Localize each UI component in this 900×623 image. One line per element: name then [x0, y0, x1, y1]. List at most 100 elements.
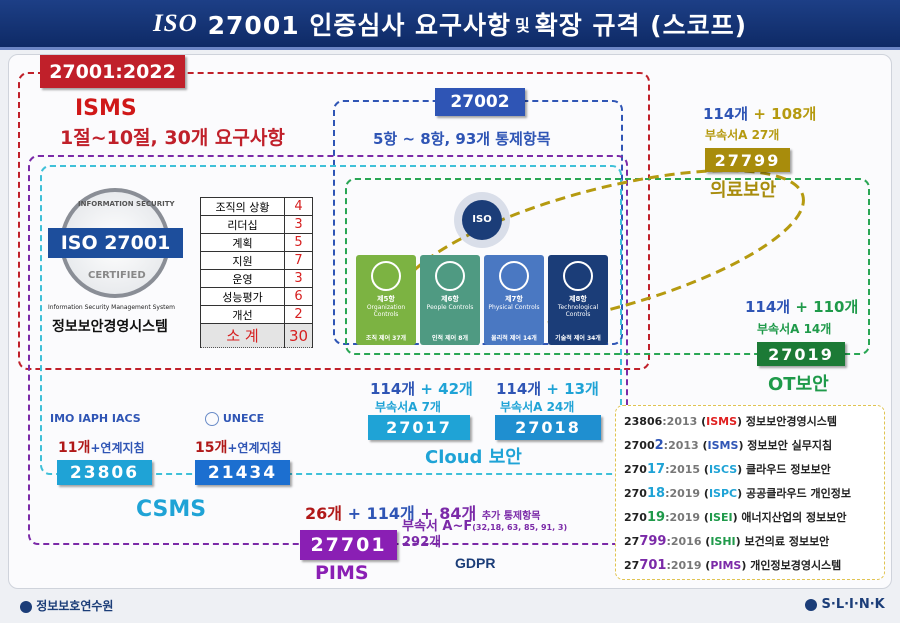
pims-n3: + 84개	[420, 504, 477, 523]
iso27019-tag: 27019	[757, 342, 845, 366]
legend-year: :2016	[666, 535, 702, 548]
unece-logo: UNECE	[205, 412, 264, 426]
legend-desc: 공공클라우드 개인정보	[745, 487, 851, 500]
clause-name: 운영	[200, 269, 285, 288]
clause-name: 개선	[200, 305, 285, 324]
legend-desc: 애너지산업의 정보보안	[741, 511, 847, 524]
tile-english: Organization Controls	[366, 303, 406, 319]
iso27002-tag: 27002	[435, 88, 525, 116]
c23806-suffix: +연계지침	[90, 441, 145, 455]
c17-annex: 부속서A 7개	[375, 400, 441, 414]
footer-right-logo: S·L·I·N·K	[805, 597, 885, 612]
iso27799-tag: 27799	[705, 148, 790, 172]
title-and: 및	[515, 15, 531, 35]
tile-clause: 제8항	[569, 295, 587, 303]
legend-std-prefix: 270	[624, 487, 647, 500]
legend-desc: 정보보안경영시스템	[745, 415, 837, 428]
legend-year: :2019	[665, 487, 701, 500]
isms-label: ISMS	[75, 96, 137, 121]
legend-item: 27017:2015 (ISCS) 클라우드 정보보안	[624, 462, 831, 477]
cloud-scope-box	[40, 165, 622, 475]
clause-total-label: 소 계	[200, 323, 285, 348]
legend-abbr: ISHI	[710, 535, 736, 548]
legend-item: 27701:2019 (PIMS) 개인정보경영시스템	[624, 558, 842, 573]
csms-label: CSMS	[136, 497, 207, 522]
ot-base: 114개	[745, 298, 791, 316]
c17-extra: + 42개	[420, 380, 473, 398]
badge-bottom-text: CERTIFIED	[88, 270, 146, 281]
pims-n2: + 114개	[347, 504, 415, 523]
clause-count: 7	[284, 251, 313, 270]
title-bar: ISO 27001 인증심사 요구사항 및 확장 규격 (스코프)	[0, 0, 900, 50]
tile-clause: 제6항	[441, 295, 459, 303]
legend-std-prefix: 270	[624, 463, 647, 476]
legend-abbr: ISPC	[708, 487, 738, 500]
control-category-icon	[371, 261, 401, 291]
legend-std-highlight: 701	[639, 558, 667, 573]
pims-n1: 26개	[305, 504, 342, 523]
legend-item: 27019:2019 (ISEI) 애너지산업의 정보보안	[624, 510, 847, 525]
c18-counts: 114개 + 13개	[496, 378, 599, 399]
clause-name: 조직의 상황	[200, 197, 285, 216]
ot-scope-box	[345, 178, 870, 355]
iso27002-desc: 5항 ~ 8항, 93개 통제항목	[373, 130, 551, 148]
legend-std-highlight: 17	[646, 462, 666, 477]
legend-year: :2013	[663, 439, 699, 452]
c18-extra: + 13개	[546, 380, 599, 398]
legend-std-prefix: 270	[624, 511, 647, 524]
clause-total-count: 30	[284, 323, 313, 348]
c18-annex: 부속서A 24개	[500, 400, 575, 414]
ot-extra: + 110개	[795, 298, 859, 316]
iso27001-badge: INFORMATION SECURITY ISO 27001 CERTIFIED	[48, 188, 183, 298]
legend-abbr: ISEI	[708, 511, 733, 524]
clause-count: 2	[284, 305, 313, 324]
pims-annex: 부속서 A~F(32,18, 63, 85, 91, 3)292개	[402, 519, 567, 550]
legend-item: 27799:2016 (ISHI) 보건의료 정보보안	[624, 534, 830, 549]
ot-label: OT보안	[768, 374, 829, 395]
tile-korean: 기술적 제어 34개	[555, 334, 601, 342]
tile-english: Technological Controls	[557, 303, 599, 319]
tile-korean: 조직 제어 37개	[365, 334, 407, 342]
legend-abbr: ISMS	[706, 415, 738, 428]
c23806-count: 11개+연계지침	[58, 437, 145, 457]
legend-abbr: PIMS	[710, 559, 742, 572]
iso-emblem-icon	[805, 598, 817, 611]
badge-subtitle: Information Security Management System	[48, 304, 175, 311]
medical-extra: + 108개	[753, 105, 817, 123]
unece-text: UNECE	[222, 412, 265, 425]
maritime-logos: IMO IAPH IACS	[50, 412, 141, 425]
gdpr-logo: GDPR	[455, 555, 496, 571]
legend-std-prefix: 27	[624, 535, 640, 548]
c21434-n: 15개	[195, 440, 228, 456]
c17-counts: 114개 + 42개	[370, 378, 473, 399]
tile-clause: 제7항	[505, 295, 523, 303]
legend-abbr: ISMS	[707, 439, 739, 452]
iso23806-tag: 23806	[57, 460, 152, 485]
clause-name: 성능평가	[200, 287, 285, 306]
title-rest: 확장 규격 (스코프)	[534, 10, 748, 40]
iso21434-tag: 21434	[195, 460, 290, 485]
footer-left-logo: 정보보호연수원	[20, 597, 113, 614]
iso27017-tag: 27017	[368, 415, 470, 440]
legend-std-prefix: 2700	[624, 439, 655, 452]
legend-year: :2019	[665, 511, 701, 524]
legend-desc: 보건의료 정보보안	[744, 535, 830, 548]
pims-annex-label: 부속서 A~F	[402, 519, 473, 534]
title-main: 27001 인증심사 요구사항	[207, 10, 512, 40]
footer-right-text: S·L·I·N·K	[821, 597, 885, 612]
legend-std-prefix: 23806	[624, 415, 663, 428]
tile-english: Physical Controls	[488, 303, 540, 311]
clause-name: 리더십	[200, 215, 285, 234]
